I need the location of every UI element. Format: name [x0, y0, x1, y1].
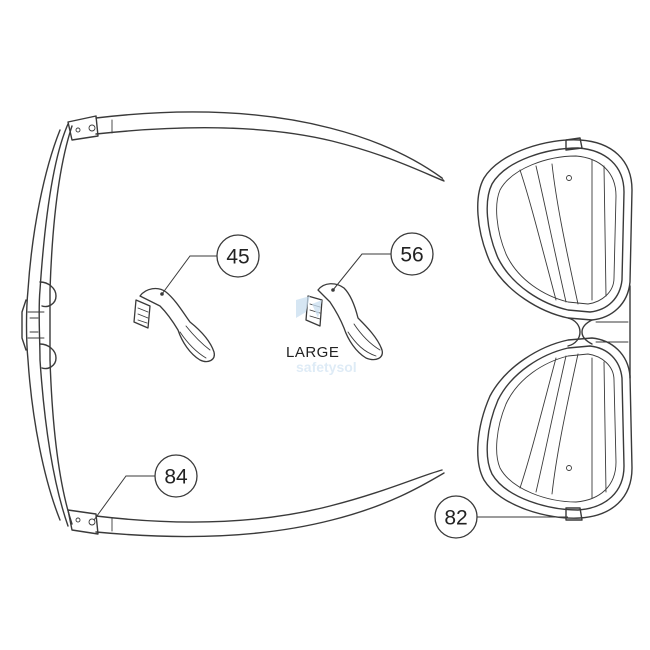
callout-56-label: 56 — [400, 244, 423, 267]
callout-84-label: 84 — [164, 466, 188, 489]
watermark-logo-icon — [296, 296, 322, 318]
glasses-front-view — [477, 137, 633, 521]
front-frame-profile — [21, 123, 73, 527]
upper-temple-arm — [95, 111, 445, 182]
nose-pad-45 — [133, 287, 215, 363]
callout-82-label: 82 — [444, 507, 467, 530]
large-label: LARGE — [286, 344, 339, 361]
hinge-top — [67, 115, 99, 141]
nose-pad-56 — [305, 283, 383, 361]
watermark-text: safetysol — [296, 359, 357, 375]
callout-82: 82 — [434, 495, 568, 539]
lower-temple-arm — [95, 469, 445, 538]
glasses-top-view — [21, 111, 445, 538]
hinge-bottom — [67, 509, 99, 535]
callout-45: 45 — [161, 234, 260, 295]
watermark: safetysol — [296, 296, 357, 375]
callout-84: 84 — [93, 454, 198, 521]
callout-56: 56 — [332, 232, 434, 291]
callout-45-label: 45 — [226, 246, 249, 269]
